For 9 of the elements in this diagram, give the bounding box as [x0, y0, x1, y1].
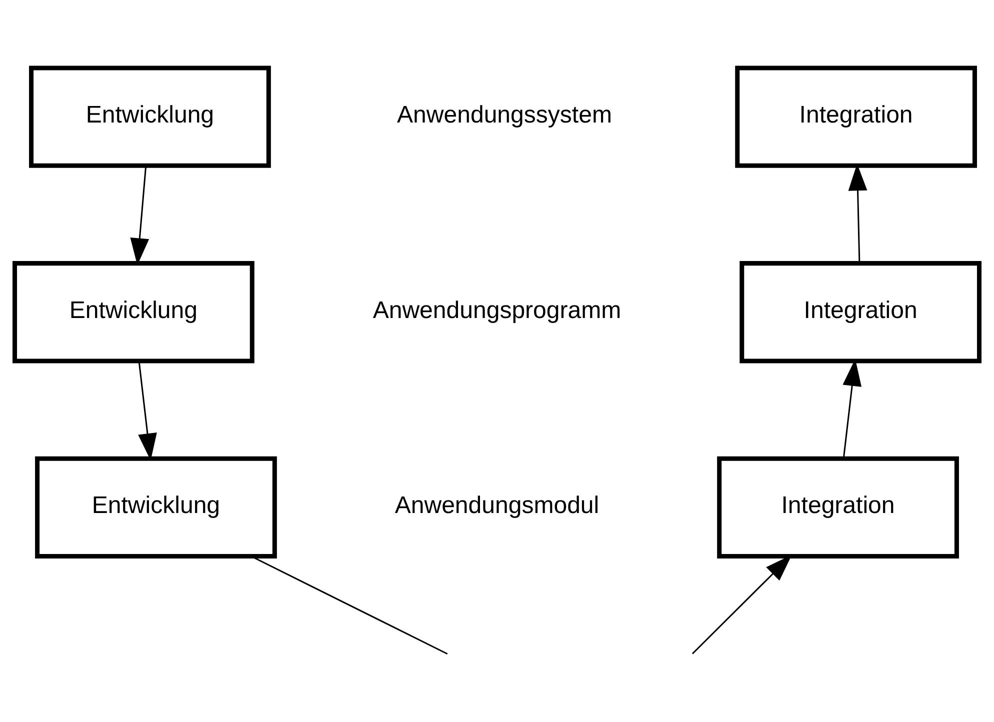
node-box: Integration	[735, 65, 977, 168]
node-box: Entwicklung	[12, 260, 254, 363]
node-box: Integration	[717, 456, 959, 558]
label: Anwendungsmodul	[394, 492, 600, 519]
label: Anwendungssystem	[397, 101, 612, 128]
node-box: Entwicklung	[29, 65, 271, 168]
node-box: Integration	[740, 260, 982, 363]
label: Anwendungsprogramm	[372, 296, 622, 324]
node-box: Entwicklung	[35, 456, 277, 558]
